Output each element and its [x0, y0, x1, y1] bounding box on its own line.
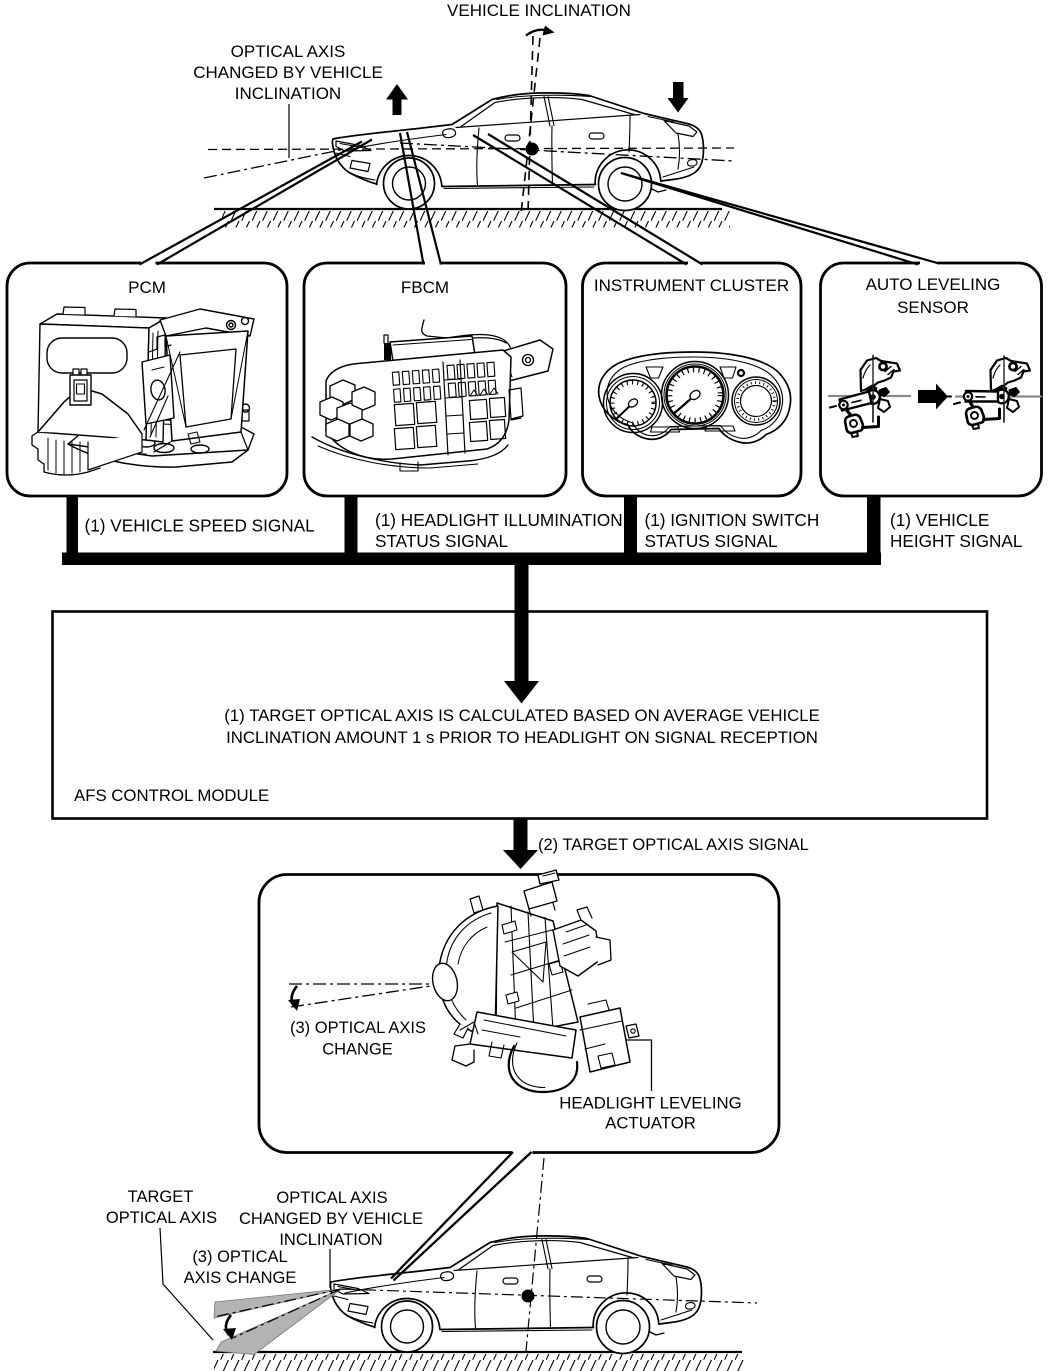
svg-text:OPTICAL AXIS: OPTICAL AXIS — [231, 42, 346, 61]
svg-text:(1) VEHICLE: (1) VEHICLE — [890, 510, 989, 530]
svg-text:(3) OPTICAL AXIS: (3) OPTICAL AXIS — [290, 1019, 426, 1037]
svg-text:CHANGE: CHANGE — [322, 1041, 393, 1059]
svg-text:(1) IGNITION SWITCH: (1) IGNITION SWITCH — [645, 510, 820, 530]
svg-text:(3) OPTICAL: (3) OPTICAL — [192, 1248, 287, 1266]
svg-text:INCLINATION: INCLINATION — [279, 1231, 382, 1249]
svg-text:SENSOR: SENSOR — [897, 298, 969, 317]
svg-text:AXIS CHANGE: AXIS CHANGE — [184, 1269, 297, 1287]
svg-text:TARGET: TARGET — [128, 1188, 194, 1206]
svg-text:PCM: PCM — [128, 278, 166, 297]
svg-text:FBCM: FBCM — [401, 278, 449, 297]
svg-text:INCLINATION: INCLINATION — [235, 84, 341, 103]
svg-text:CHANGED BY VEHICLE: CHANGED BY VEHICLE — [239, 1210, 423, 1228]
svg-text:AFS CONTROL MODULE: AFS CONTROL MODULE — [74, 786, 269, 805]
svg-text:(1) VEHICLE SPEED SIGNAL: (1) VEHICLE SPEED SIGNAL — [85, 516, 315, 536]
svg-text:OPTICAL AXIS: OPTICAL AXIS — [276, 1189, 387, 1207]
svg-text:VEHICLE INCLINATION: VEHICLE INCLINATION — [447, 1, 631, 20]
svg-text:HEADLIGHT LEVELING: HEADLIGHT LEVELING — [559, 1094, 741, 1113]
svg-text:HEIGHT SIGNAL: HEIGHT SIGNAL — [890, 531, 1022, 551]
svg-text:STATUS SIGNAL: STATUS SIGNAL — [375, 531, 508, 551]
svg-text:(1) HEADLIGHT ILLUMINATION: (1) HEADLIGHT ILLUMINATION — [375, 510, 623, 530]
svg-text:INCLINATION AMOUNT 1 s PRIOR T: INCLINATION AMOUNT 1 s PRIOR TO HEADLIGH… — [226, 728, 818, 747]
svg-text:AUTO LEVELING: AUTO LEVELING — [866, 275, 1001, 294]
svg-text:INSTRUMENT CLUSTER: INSTRUMENT CLUSTER — [594, 276, 789, 295]
svg-text:STATUS SIGNAL: STATUS SIGNAL — [645, 531, 778, 551]
svg-text:CHANGED BY VEHICLE: CHANGED BY VEHICLE — [193, 63, 383, 82]
svg-text:(1) TARGET OPTICAL AXIS IS CAL: (1) TARGET OPTICAL AXIS IS CALCULATED BA… — [224, 706, 820, 725]
svg-text:(2) TARGET OPTICAL AXIS SIGNAL: (2) TARGET OPTICAL AXIS SIGNAL — [538, 836, 809, 854]
svg-text:ACTUATOR: ACTUATOR — [605, 1114, 696, 1133]
svg-text:OPTICAL AXIS: OPTICAL AXIS — [106, 1209, 217, 1227]
